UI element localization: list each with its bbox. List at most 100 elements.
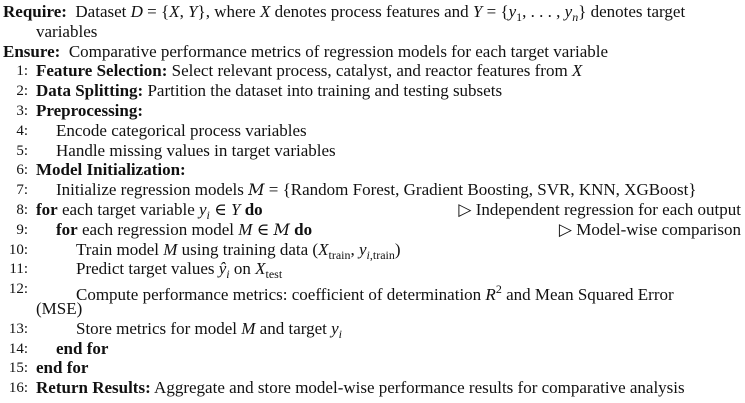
math: X <box>571 61 583 81</box>
math: X <box>259 2 271 21</box>
line-text: Initialize regression models M = {Random… <box>56 180 697 200</box>
algorithm-line: 5: Handle missing values in target variab… <box>0 141 745 161</box>
text: Predict target values <box>76 259 219 279</box>
text: Aggregate and store model-wise performan… <box>150 378 685 398</box>
text: , <box>179 2 189 21</box>
keyword: Preprocessing: <box>36 101 144 120</box>
keyword: Feature Selection: <box>36 61 168 81</box>
text: Handle missing values in target variable… <box>56 140 336 160</box>
text: ∈ <box>209 200 231 219</box>
math: i <box>366 247 370 262</box>
algorithm-line: 11: Predict target values ŷi on Xtest <box>0 259 745 281</box>
text: (MSE) <box>36 299 83 318</box>
text: = {Random Forest, Gradient Boosting, SVR… <box>264 180 697 200</box>
text: ∈ <box>252 219 274 239</box>
algorithm-line: (MSE) <box>0 299 745 319</box>
math: i <box>338 326 342 341</box>
line-number: 11: <box>9 261 28 278</box>
algorithm-line: 8:for each target variable yi ∈ Y do▷ In… <box>0 200 745 222</box>
text: variables <box>36 21 98 41</box>
keyword: Model Initialization: <box>36 160 186 180</box>
keyword: end for <box>56 338 109 358</box>
keyword: Require: <box>3 2 67 21</box>
math: M <box>238 219 253 239</box>
text: and Mean Squared Error <box>501 285 674 305</box>
line-number: 7: <box>16 182 28 199</box>
math: 1 <box>516 10 523 24</box>
line-text: end for <box>36 358 88 378</box>
algorithm-line: 2: Data Splitting: Partition the dataset … <box>0 81 745 101</box>
line-number: 5: <box>16 142 28 159</box>
line-number: 6: <box>16 162 28 179</box>
math: y <box>508 2 517 21</box>
math: ŷ <box>218 259 227 279</box>
line-number: 13: <box>8 320 28 337</box>
line-text: Data Splitting: Partition the dataset in… <box>36 81 502 101</box>
math: M <box>273 219 290 239</box>
algorithm-line: Ensure: Comparative performance metrics … <box>0 42 745 62</box>
keyword: do <box>244 200 263 219</box>
text: = { <box>142 2 170 21</box>
line-text: for each regression model M ∈ M do <box>56 220 312 240</box>
line-number: 12: <box>8 281 28 298</box>
line-number: 3: <box>16 103 28 119</box>
text: Train model <box>76 239 164 259</box>
text: }, where <box>197 2 260 21</box>
text: Dataset <box>66 2 131 21</box>
algorithm-line: 13: Store metrics for model M and target … <box>0 319 745 341</box>
algorithm-line: 3: Preprocessing: <box>0 101 745 121</box>
text: , . . . , <box>522 2 565 21</box>
line-number: 1: <box>16 63 28 80</box>
keyword: for <box>36 200 58 219</box>
line-text: (MSE) <box>36 299 82 319</box>
line-number: 4: <box>16 122 28 139</box>
line-number: 15: <box>8 360 28 377</box>
line-text: Predict target values ŷi on Xtest <box>76 259 282 284</box>
text: using training data ( <box>177 239 319 259</box>
math: y <box>331 318 339 338</box>
text: ) <box>394 239 401 259</box>
algorithm-line: 4: Encode categorical process variables <box>0 121 745 141</box>
text: , <box>350 239 359 259</box>
algorithm-line: Require: Dataset D = {X, Y}, where X den… <box>0 2 745 24</box>
math: ,train <box>369 247 395 262</box>
algorithm-line: 9:for each regression model M ∈ M do▷ Mo… <box>0 220 745 240</box>
line-text: Store metrics for model M and target yi <box>76 319 342 344</box>
line-text: Return Results: Aggregate and store mode… <box>36 378 685 398</box>
math: M <box>248 180 265 200</box>
algorithm-line: 16:Return Results: Aggregate and store m… <box>0 378 745 398</box>
text: Compute performance metrics: coefficient… <box>76 285 486 305</box>
math: train <box>328 247 351 262</box>
math: M <box>163 239 178 259</box>
text: Initialize regression models <box>56 180 249 200</box>
text: Store metrics for model <box>76 318 242 338</box>
math: y <box>199 200 207 219</box>
math: 2 <box>495 282 502 297</box>
line-comment: ▷ Independent regression for each output <box>458 200 741 219</box>
line-text: for each target variable yi ∈ Y do <box>36 200 263 225</box>
math: y <box>358 239 367 259</box>
line-text: Feature Selection: Select relevant proce… <box>36 61 582 81</box>
math: Y <box>188 2 198 21</box>
keyword: Return Results: <box>36 378 151 398</box>
math: Y <box>472 2 483 21</box>
math: y <box>564 2 573 21</box>
line-text: Train model M using training data (Xtrai… <box>76 240 401 265</box>
keyword: end for <box>36 358 89 378</box>
line-text: Require: Dataset D = {X, Y}, where X den… <box>3 2 685 27</box>
line-comment: ▷ Model-wise comparison <box>558 219 741 239</box>
line-text: Compute performance metrics: coefficient… <box>76 279 674 305</box>
text: Select relevant process, catalyst, and r… <box>167 61 572 81</box>
line-text: Handle missing values in target variable… <box>56 141 336 161</box>
line-number: 10: <box>8 241 28 258</box>
line-text: Ensure: Comparative performance metrics … <box>3 42 608 62</box>
algorithm-line: 12: Compute performance metrics: coeffici… <box>0 279 745 304</box>
algorithm-line: 1: Feature Selection: Select relevant pro… <box>0 61 745 81</box>
keyword: Data Splitting: <box>36 81 144 101</box>
line-text: Encode categorical process variables <box>56 121 307 141</box>
line-text: Model Initialization: <box>36 160 186 180</box>
math: R <box>485 285 496 305</box>
line-text: variables <box>36 22 97 42</box>
line-number: 2: <box>16 83 28 100</box>
math: test <box>265 267 283 282</box>
